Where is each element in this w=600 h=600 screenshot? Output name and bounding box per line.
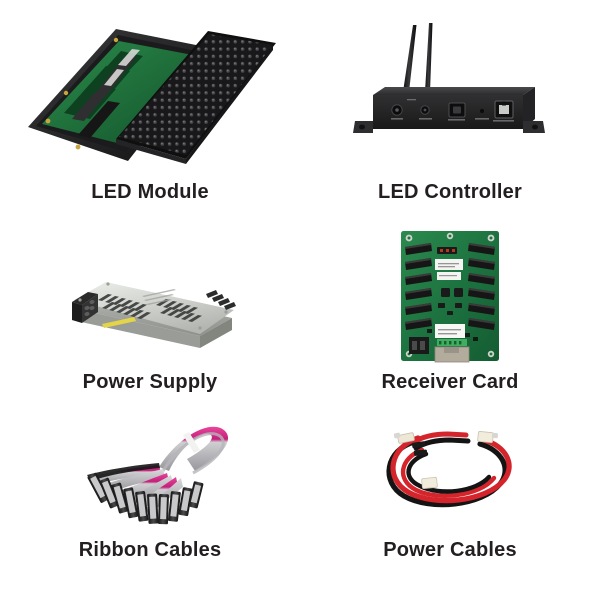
product-label-power-cables: Power Cables (383, 539, 517, 561)
product-label-power-supply: Power Supply (82, 371, 218, 393)
power-supply-body (72, 282, 236, 348)
antenna-icon (403, 22, 433, 92)
product-label-ribbon-cables: Ribbon Cables (78, 539, 222, 561)
screw-terminal (437, 338, 467, 346)
led-controller-figure (300, 0, 600, 182)
ribbon-bundle-loop (158, 426, 228, 475)
hub75-connectors-left (405, 242, 432, 330)
led-module-image (28, 28, 276, 164)
product-cell-power-supply[interactable]: Power Supply (0, 220, 300, 410)
led-module-figure (0, 0, 300, 182)
hub75-connectors-right (468, 242, 495, 330)
product-label-led-controller: LED Controller (378, 181, 522, 203)
ribbon-cables-figure (0, 410, 300, 540)
product-label-led-module: LED Module (91, 181, 209, 203)
led-module-front-face (116, 30, 276, 164)
product-cell-led-module[interactable]: LED Module (0, 0, 300, 220)
ribbon-cables-image (86, 426, 228, 525)
product-cell-power-cables[interactable]: Power Cables (300, 410, 600, 600)
controller-chassis (353, 86, 545, 133)
power-supply-figure (0, 220, 300, 372)
product-cell-ribbon-cables[interactable]: Ribbon Cables (0, 410, 300, 600)
psu-output-pins (206, 290, 236, 310)
cable-tie (182, 432, 200, 453)
power-connector (409, 336, 429, 354)
power-wire-loops (386, 431, 512, 508)
receiver-card-figure (300, 220, 600, 372)
idc-connectors (87, 472, 203, 525)
product-label-receiver-card: Receiver Card (381, 371, 519, 393)
ribbon-fold (86, 463, 160, 481)
product-cell-receiver-card[interactable]: Receiver Card (300, 220, 600, 410)
power-supply-image (72, 282, 236, 348)
wire-connectors (393, 431, 499, 489)
power-cables-image (386, 431, 512, 508)
receiver-card-image (401, 230, 499, 362)
psu-terminal-block (72, 292, 98, 323)
controller-ports (391, 99, 514, 119)
led-module-rear-pcb (28, 28, 216, 161)
led-controller-image (353, 22, 545, 133)
power-cables-figure (300, 410, 600, 540)
product-cell-led-controller[interactable]: LED Controller (300, 0, 600, 220)
psu-sticker (102, 317, 136, 328)
rj45-port (434, 346, 470, 362)
